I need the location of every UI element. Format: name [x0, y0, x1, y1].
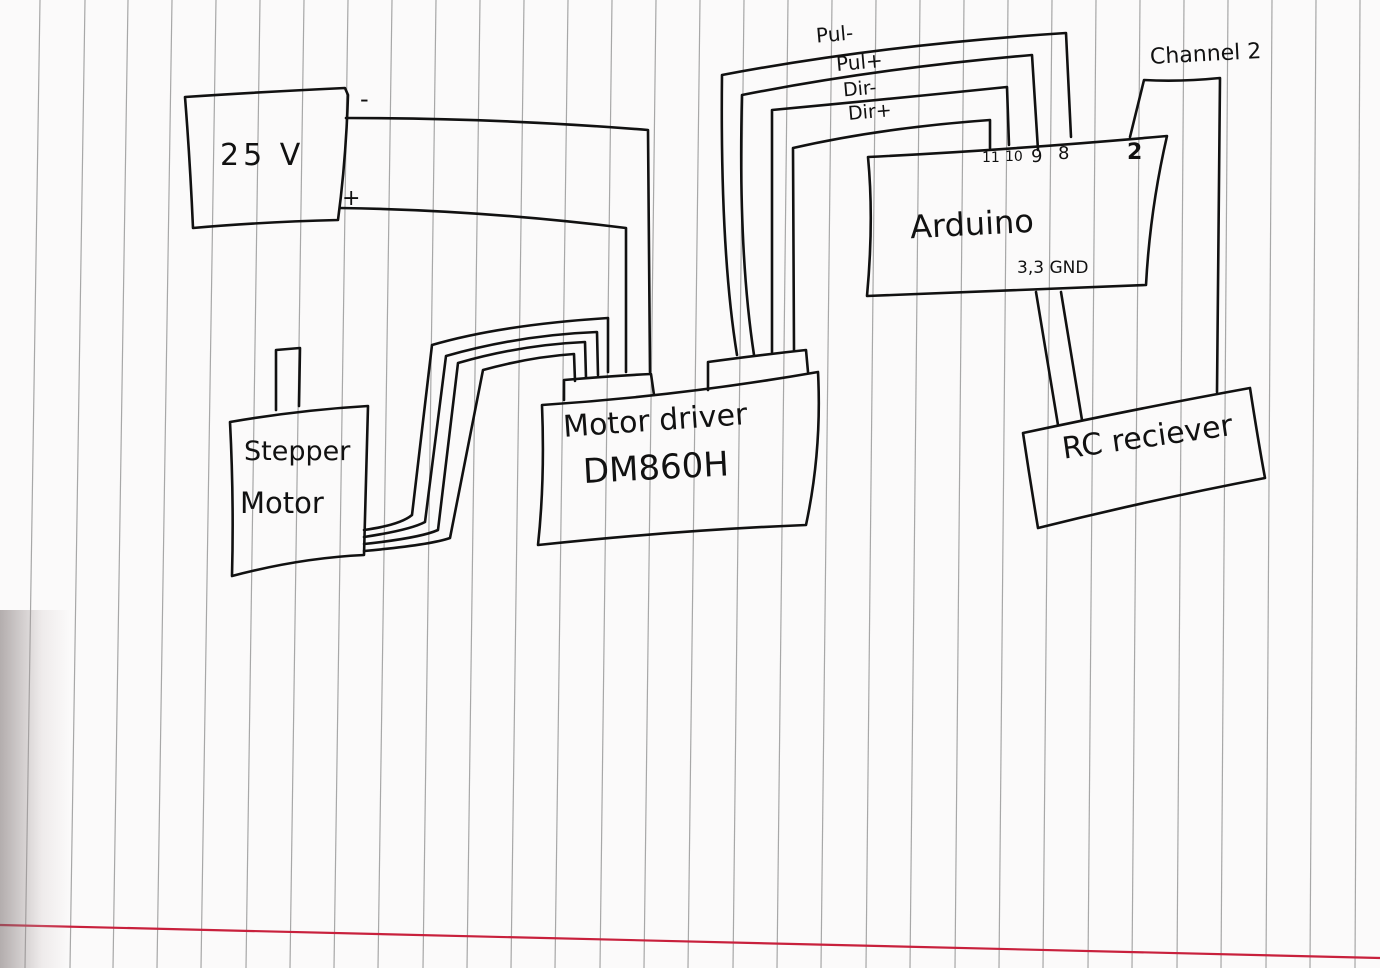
rc-receiver-box [1021, 386, 1267, 530]
rule-lines [24, 0, 1361, 968]
motor-driver-model: DM860H [582, 444, 730, 492]
gnd-wire [1059, 290, 1084, 422]
signal-label-dir-minus: Dir- [842, 76, 878, 102]
motor-driver-box [536, 370, 821, 547]
power-supply-label: 25 V [220, 138, 305, 173]
page-shadow [0, 610, 70, 968]
dir-plus-wire [791, 118, 992, 352]
arduino-power-pins: 3,3 GND [1017, 258, 1089, 278]
power-plus-label: + [342, 186, 361, 211]
stepper-wire-1 [362, 316, 610, 532]
stepper-wire-3 [362, 340, 588, 546]
arduino-pin-10: 10 [1005, 149, 1023, 165]
arduino-pin-11: 11 [982, 150, 1000, 166]
3v3-wire [1034, 290, 1060, 427]
stepper-wire-2 [362, 330, 600, 539]
arduino-pin-8: 8 [1058, 143, 1070, 164]
driver-connector-right [706, 348, 810, 392]
channel-2-wire [1128, 76, 1222, 394]
stepper-label-line2: Motor [240, 486, 324, 520]
stepper-wire-4 [362, 352, 577, 553]
stepper-label-line1: Stepper [244, 436, 351, 467]
pul-minus-wire [720, 31, 1073, 357]
dir-minus-wire [770, 85, 1011, 354]
power-minus-label: - [360, 85, 369, 113]
positive-wire [338, 206, 628, 374]
negative-wire [344, 116, 652, 374]
stepper-shaft [274, 346, 302, 412]
margin-line [0, 923, 1380, 960]
arduino-box [865, 134, 1169, 298]
arduino-pin-2: 2 [1127, 140, 1143, 165]
driver-connector-left [562, 372, 656, 402]
arduino-label: Arduino [909, 201, 1035, 247]
signal-label-pul-minus: Pul- [815, 20, 855, 48]
signal-label-pul-plus: Pul+ [835, 48, 884, 76]
signal-label-dir-plus: Dir+ [847, 99, 893, 125]
stepper-motor-box [228, 404, 370, 578]
arduino-pin-9: 9 [1031, 146, 1043, 167]
ink-drawing [183, 31, 1267, 578]
power-supply-box [183, 86, 350, 230]
pul-plus-wire [739, 53, 1040, 357]
